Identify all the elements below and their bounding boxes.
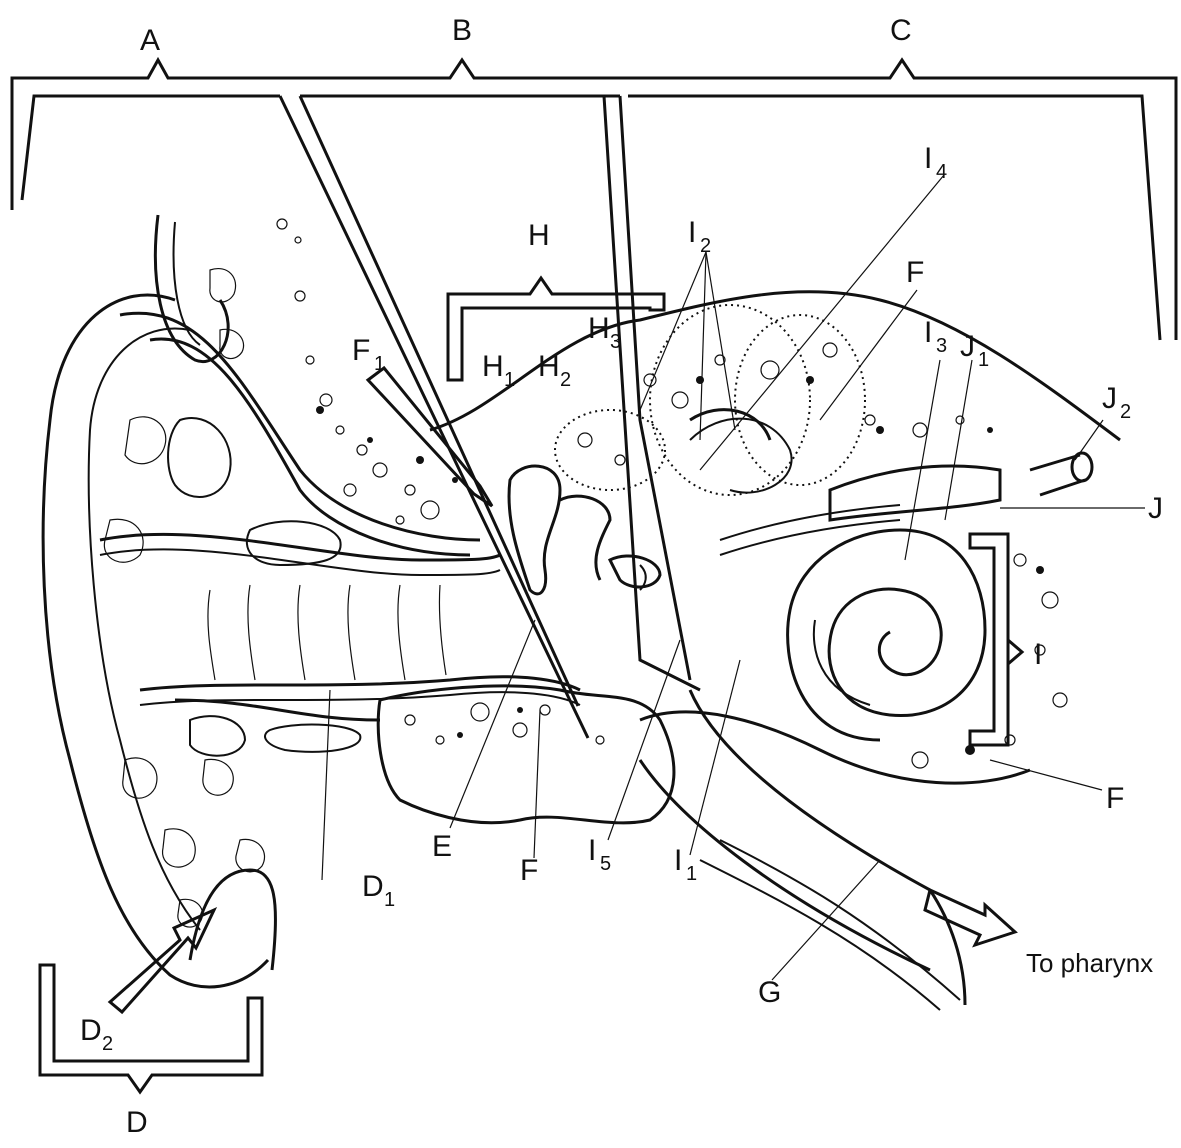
label-H: H	[528, 219, 550, 252]
label-I: I	[1034, 638, 1042, 671]
label-I1-sub: 1	[686, 863, 697, 885]
label-I2: I	[688, 216, 696, 249]
label-E: E	[432, 830, 452, 863]
label-C: C	[890, 14, 912, 47]
labels: A B C H F 1 H 1 H 2 H 3 I 2 I 4 F I 3 J …	[80, 14, 1163, 1139]
label-D2-sub: 2	[102, 1033, 113, 1055]
region-brackets	[12, 60, 1176, 738]
label-I5-sub: 5	[600, 853, 611, 875]
label-I5: I	[588, 834, 596, 867]
label-H2-sub: 2	[560, 369, 571, 391]
label-D1: D	[362, 870, 384, 903]
label-D: D	[126, 1106, 148, 1139]
cochlea	[788, 530, 985, 740]
label-H1: H	[482, 350, 504, 383]
label-J: J	[1148, 492, 1163, 525]
label-to-pharynx: To pharynx	[1026, 948, 1153, 978]
label-I4: I	[924, 142, 932, 175]
label-J1-sub: 1	[978, 349, 989, 371]
label-H3: H	[588, 312, 610, 345]
bone-pores	[277, 219, 1067, 768]
outer-ear	[43, 215, 275, 987]
label-A: A	[140, 24, 160, 57]
label-I4-sub: 4	[936, 161, 947, 183]
label-F1: F	[352, 334, 370, 367]
label-G: G	[758, 976, 781, 1009]
label-F-right: F	[1106, 782, 1124, 815]
label-J2: J	[1102, 382, 1117, 415]
ossicles	[509, 466, 660, 594]
cochlear-nerve	[720, 453, 1092, 555]
label-I3: I	[924, 316, 932, 349]
label-F-top: F	[906, 256, 924, 289]
eustachian-tube	[640, 690, 1015, 1010]
ear-canal	[100, 534, 580, 705]
label-D2: D	[80, 1014, 102, 1047]
label-H1-sub: 1	[504, 369, 515, 391]
label-F1-sub: 1	[374, 353, 385, 375]
label-I1: I	[674, 844, 682, 877]
label-I2-sub: 2	[700, 235, 711, 257]
label-H2: H	[538, 350, 560, 383]
label-F-bottom: F	[520, 854, 538, 887]
label-J1: J	[960, 330, 975, 363]
label-B: B	[452, 14, 472, 47]
label-D1-sub: 1	[384, 889, 395, 911]
label-I3-sub: 3	[936, 335, 947, 357]
bracket-I	[970, 534, 1022, 745]
label-H3-sub: 3	[610, 331, 621, 353]
label-J2-sub: 2	[1120, 401, 1131, 423]
